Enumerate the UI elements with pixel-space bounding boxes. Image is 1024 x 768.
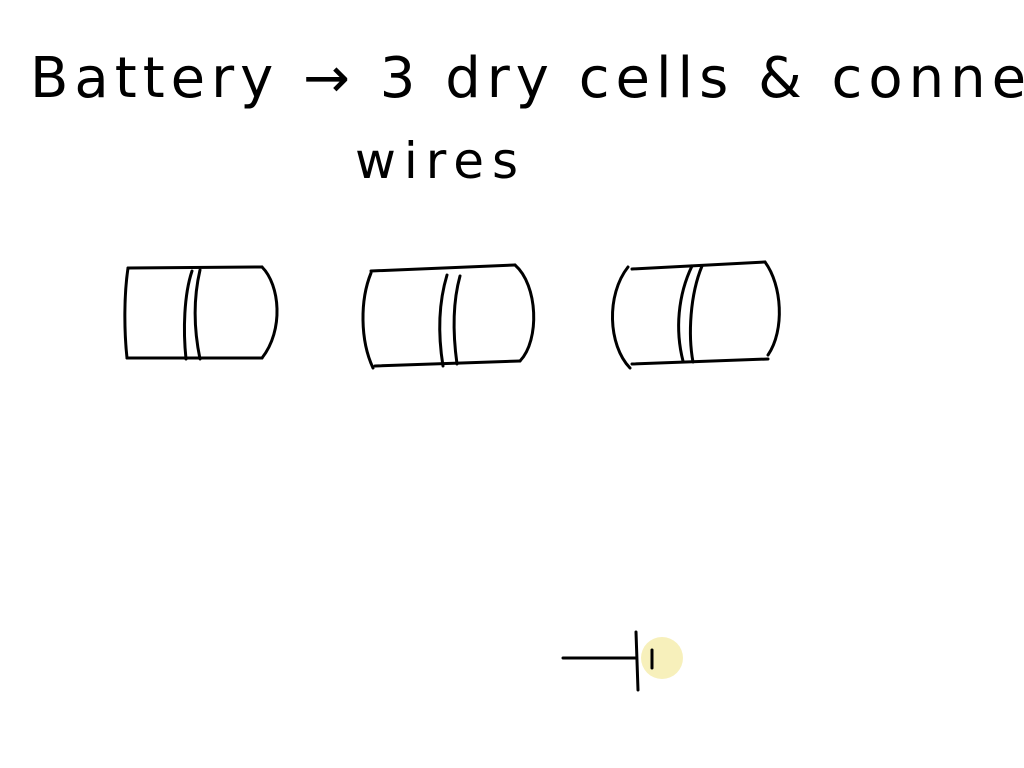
- dry-cell-1-band-a: [182, 269, 194, 361]
- dry-cell-2-band-a: [438, 273, 449, 368]
- dry-cell-2-top-edge: [369, 263, 517, 273]
- dry-cell-2-bottom-edge: [373, 359, 522, 368]
- cell-symbol-long-plate: [634, 630, 640, 692]
- dry-cell-1: [123, 265, 279, 361]
- dry-cell-2-right-cap: [513, 263, 536, 363]
- dry-cell-3-right-cap: [763, 260, 781, 357]
- dry-cell-3-left-edge: [611, 265, 632, 370]
- pen-cursor: [641, 637, 683, 679]
- dry-cell-2-left-edge: [361, 271, 375, 370]
- dry-cell-3-band-a: [677, 264, 694, 363]
- cell-symbol: [561, 630, 654, 692]
- heading-line-2: wires: [355, 132, 526, 190]
- heading-line-1: Battery → 3 dry cells & connecting: [30, 46, 1024, 111]
- dry-cell-1-left-edge: [123, 266, 130, 360]
- dry-cell-1-top-edge: [126, 265, 264, 270]
- dry-cell-2: [361, 263, 536, 370]
- dry-cell-1-right-cap: [260, 265, 279, 360]
- dry-cell-3-top-edge: [630, 260, 767, 271]
- dry-cell-2-band-b: [452, 274, 462, 366]
- dry-cell-3: [611, 260, 781, 370]
- dry-cell-1-band-b: [193, 268, 202, 361]
- dry-cell-3-band-b: [688, 264, 704, 364]
- dry-cell-3-bottom-edge: [630, 357, 770, 366]
- pen-cursor-highlight: [641, 637, 683, 679]
